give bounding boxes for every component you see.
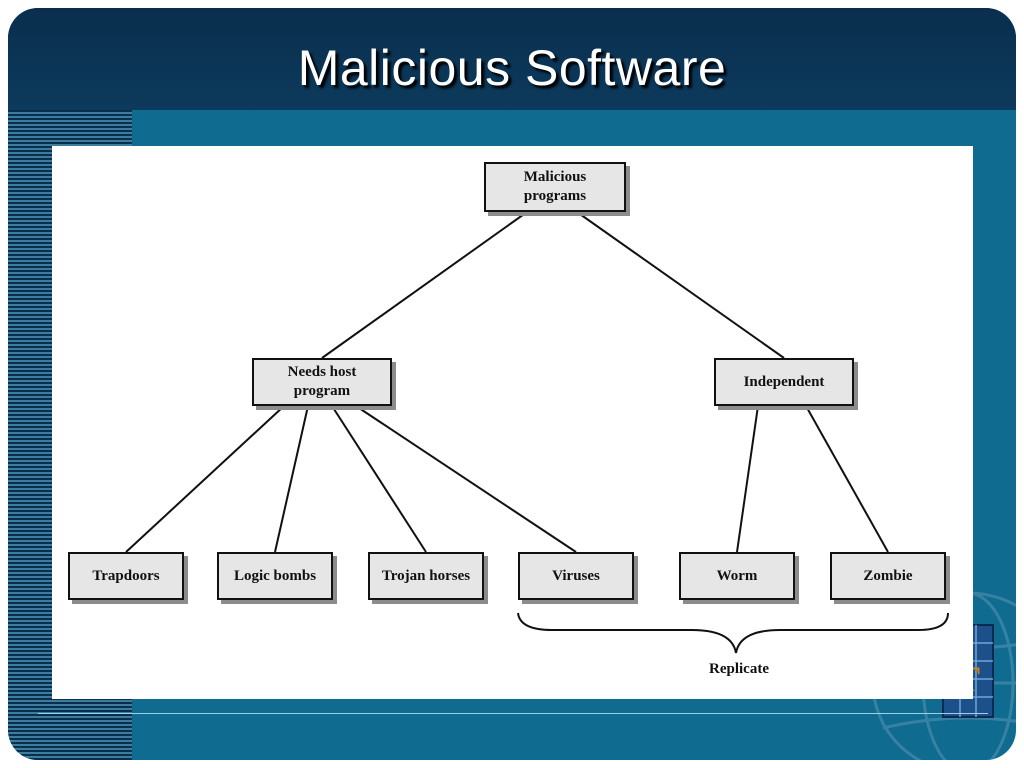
diagram-panel: Malicious programs Needs host program In… (52, 146, 973, 699)
leaf-node-viruses: Viruses (518, 552, 634, 600)
edge-root-cat0 (321, 211, 528, 359)
leaf-node-worm: Worm (679, 552, 795, 600)
edge-root-cat1 (576, 211, 785, 359)
slide-header: Malicious Software (8, 8, 1016, 110)
diagram-connectors (125, 211, 949, 654)
category-node-independent: Independent (714, 358, 854, 406)
category-node-needs-host: Needs host program (252, 358, 392, 406)
leaf-node-trojan-horses: Trojan horses (368, 552, 484, 600)
replicate-brace (517, 612, 949, 654)
replicate-label: Replicate (709, 661, 769, 677)
leaf-node-zombie: Zombie (830, 552, 946, 600)
leaf-node-trapdoors: Trapdoors (68, 552, 184, 600)
leaf-node-logic-bombs: Logic bombs (217, 552, 333, 600)
footer-divider (38, 713, 988, 714)
edge-cat0-leaf1 (274, 405, 309, 553)
edge-cat1-leaf5 (805, 405, 889, 553)
root-node: Malicious programs (484, 162, 626, 212)
slide-title: Malicious Software (297, 40, 727, 96)
edge-cat1-leaf4 (736, 405, 759, 553)
edge-cat0-leaf0 (125, 405, 285, 553)
edge-cat0-leaf2 (331, 405, 427, 553)
edge-cat0-leaf3 (355, 405, 577, 553)
